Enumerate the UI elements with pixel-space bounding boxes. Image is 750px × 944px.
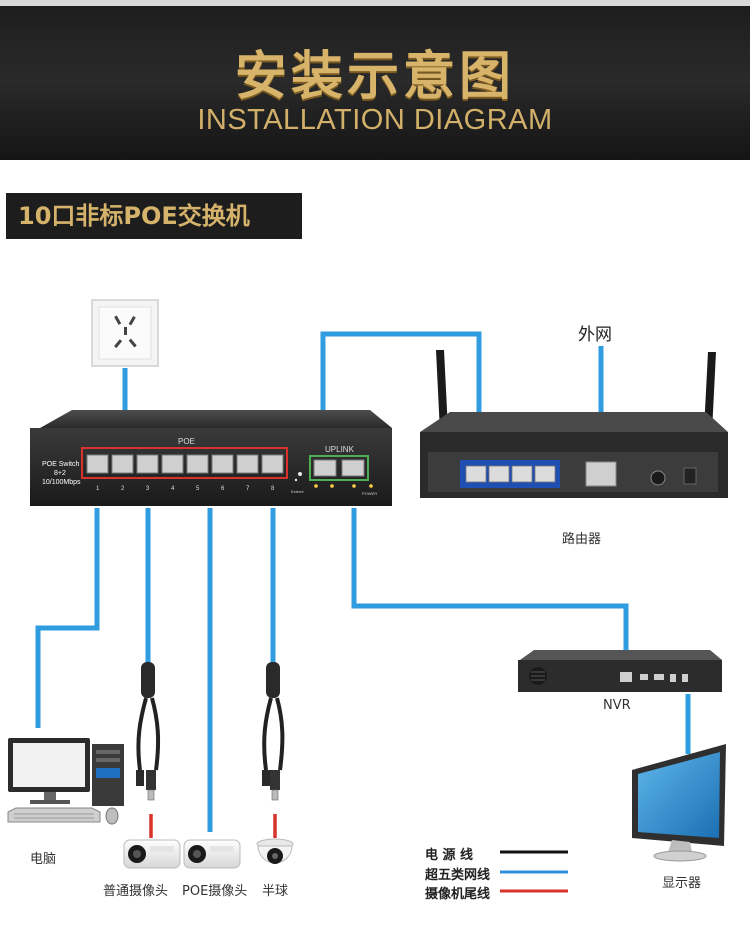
- dome-label: 半球: [262, 884, 289, 899]
- legend-power-label: 电 源 线: [425, 848, 474, 863]
- camera-tail-right: [262, 662, 285, 801]
- camera-tail-lines: [149, 814, 277, 838]
- nvr-icon: [518, 650, 722, 692]
- switch-texts: POE Switch 8+2 10/100Mbps POE UPLINK POW…: [42, 437, 377, 496]
- switch-model-line3: 10/100Mbps: [42, 479, 81, 486]
- switch-model-line1: POE Switch: [42, 461, 79, 468]
- section-title: 10口非标POE交换机: [6, 193, 302, 239]
- legend-cat5e-label: 超五类网线: [425, 868, 491, 883]
- poe-label: POE: [178, 437, 195, 446]
- nvr-label: NVR: [603, 698, 631, 713]
- network-cables: [35, 331, 691, 832]
- switch-model-line2: 8+2: [54, 470, 66, 477]
- bullet-camera-poe-icon: [183, 839, 241, 869]
- port-number: 3: [146, 486, 150, 492]
- monitor-icon: [632, 744, 726, 862]
- extend-label: Extend: [291, 489, 303, 494]
- dome-camera-icon: [256, 838, 294, 864]
- cable-switch-to-computer: [35, 508, 100, 728]
- uplink-ports: [313, 459, 365, 477]
- header-banner: 安装示意图 INSTALLATION DIAGRAM: [0, 0, 750, 160]
- computer-label: 电脑: [30, 852, 57, 867]
- legend-lines: [500, 850, 568, 893]
- power-label: POWER: [362, 491, 377, 496]
- bullet-camera-normal-icon: [123, 839, 181, 869]
- port-number: 2: [121, 486, 125, 492]
- poe-switch: [30, 410, 392, 506]
- computer-icon: [7, 738, 124, 825]
- port-number: 5: [196, 486, 200, 492]
- camera-normal-label: 普通摄像头: [103, 884, 169, 899]
- camera-tail-left: [136, 662, 161, 801]
- cable-uplink-to-router: [320, 331, 482, 476]
- port-number: 7: [246, 486, 250, 492]
- cable-switch-to-nvr: [351, 508, 629, 674]
- legend-tail-label: 摄像机尾线: [425, 887, 491, 902]
- camera-poe-label: POE摄像头: [182, 884, 248, 899]
- wall-socket-icon: [91, 299, 159, 367]
- port-number: 1: [96, 486, 100, 492]
- port-number: 6: [221, 486, 225, 492]
- internet-label: 外网: [578, 325, 612, 345]
- installation-diagram: POE Switch 8+2 10/100Mbps POE UPLINK POW…: [7, 299, 728, 893]
- poe-ports: [86, 454, 284, 474]
- port-number: 8: [271, 486, 275, 492]
- page-title-cn: 安装示意图: [234, 47, 515, 107]
- monitor-label: 显示器: [662, 876, 702, 891]
- banner-top-line: [0, 0, 750, 6]
- uplink-label: UPLINK: [325, 445, 355, 454]
- port-number: 4: [171, 486, 175, 492]
- page-title-en: INSTALLATION DIAGRAM: [197, 104, 553, 136]
- router-label: 路由器: [562, 532, 602, 547]
- router-icon: [420, 350, 728, 498]
